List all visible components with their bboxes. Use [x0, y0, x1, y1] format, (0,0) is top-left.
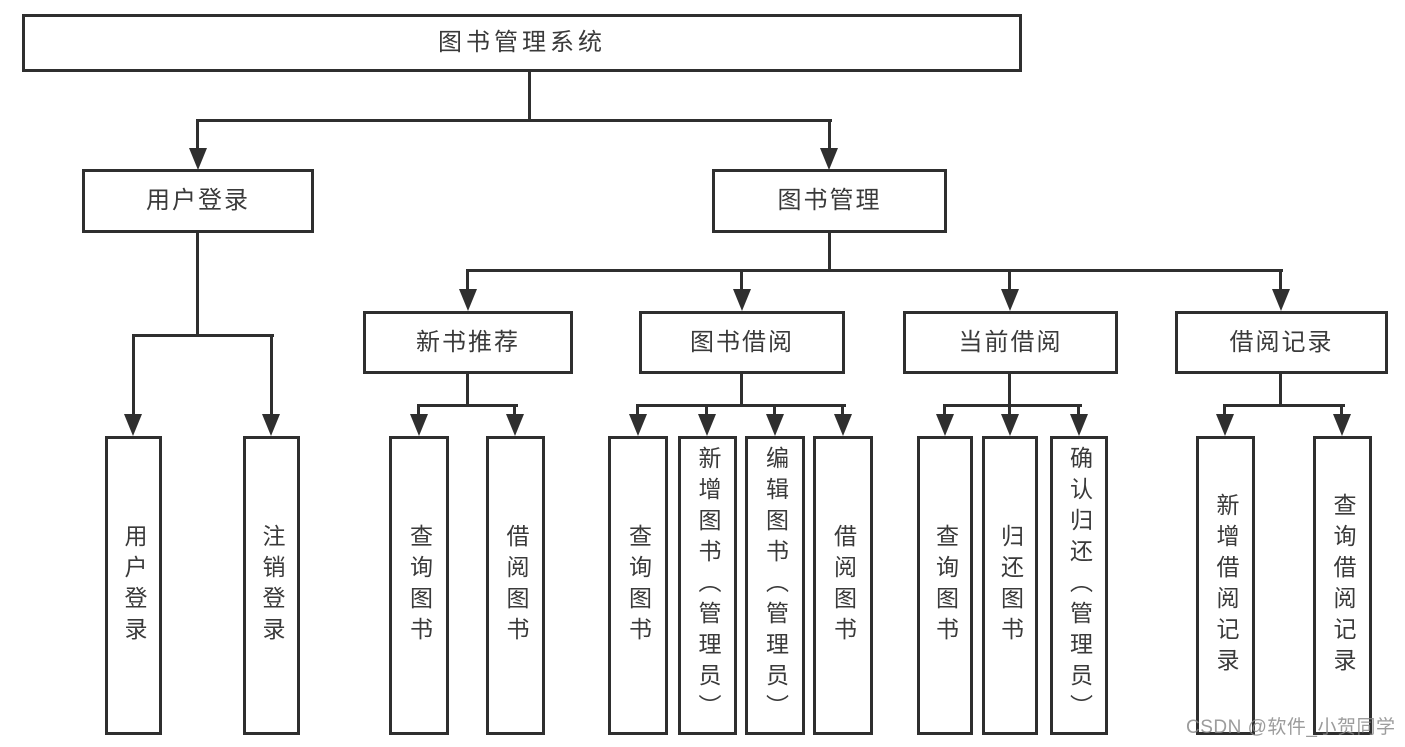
connector-line	[1223, 406, 1226, 415]
leaf-bb-query-books-label: 查询图书	[625, 523, 652, 648]
leaf-cb-confirm-return-admin: 确认归还（管理员）	[1050, 436, 1108, 735]
node-user-login: 用户登录	[82, 169, 314, 233]
leaf-br-add-record-label: 新增借阅记录	[1213, 492, 1239, 679]
node-book-borrow-label: 图书借阅	[690, 328, 794, 356]
connector-line	[1279, 373, 1282, 407]
node-new-book-recommend-label: 新书推荐	[416, 328, 520, 356]
connector-line	[943, 406, 946, 415]
node-current-borrow-label: 当前借阅	[958, 328, 1063, 356]
connector-line	[636, 404, 846, 407]
leaf-nbr-borrow-books-label: 借阅图书	[503, 523, 529, 648]
connector-line	[1223, 404, 1345, 407]
node-root-system: 图书管理系统	[22, 14, 1022, 72]
connector-line	[1008, 271, 1011, 290]
connector-line	[196, 121, 199, 151]
arrow-down-icon	[1333, 414, 1351, 436]
connector-line	[417, 406, 420, 415]
connector-line	[466, 269, 1283, 272]
arrow-down-icon	[1001, 414, 1019, 436]
arrow-down-icon	[506, 414, 524, 436]
node-borrow-records-label: 借阅记录	[1229, 328, 1334, 356]
arrow-down-icon	[820, 148, 838, 170]
leaf-bb-query-books: 查询图书	[608, 436, 668, 735]
leaf-br-query-record-label: 查询借阅记录	[1330, 492, 1356, 679]
arrow-down-icon	[189, 148, 207, 170]
connector-line	[943, 404, 1082, 407]
node-borrow-records: 借阅记录	[1175, 311, 1388, 374]
arrow-down-icon	[410, 414, 428, 436]
connector-line	[513, 406, 516, 415]
connector-line	[132, 336, 135, 414]
connector-line	[705, 406, 708, 415]
arrow-down-icon	[698, 414, 716, 436]
connector-line	[1077, 406, 1080, 415]
arrow-down-icon	[1001, 289, 1019, 311]
connector-line	[196, 119, 832, 122]
connector-line	[466, 373, 469, 407]
node-book-management: 图书管理	[712, 169, 947, 233]
arrow-down-icon	[733, 289, 751, 311]
leaf-cb-query-books-label: 查询图书	[932, 523, 959, 648]
leaf-bb-borrow-books: 借阅图书	[813, 436, 873, 735]
connector-line	[636, 406, 639, 415]
connector-line	[740, 271, 743, 290]
connector-line	[196, 231, 199, 337]
arrow-down-icon	[262, 414, 280, 436]
connector-line	[417, 404, 518, 407]
leaf-nbr-borrow-books: 借阅图书	[486, 436, 545, 735]
connector-line	[1340, 406, 1343, 415]
leaf-logout: 注销登录	[243, 436, 300, 735]
leaf-br-add-record: 新增借阅记录	[1196, 436, 1255, 735]
leaf-bb-edit-books-admin: 编辑图书（管理员）	[745, 436, 805, 735]
arrow-down-icon	[766, 414, 784, 436]
arrow-down-icon	[629, 414, 647, 436]
arrow-down-icon	[1070, 414, 1088, 436]
connector-line	[270, 336, 273, 414]
leaf-bb-add-books-admin: 新增图书（管理员）	[678, 436, 737, 735]
arrow-down-icon	[459, 289, 477, 311]
leaf-user-login: 用户登录	[105, 436, 162, 735]
connector-line	[841, 406, 844, 415]
leaf-nbr-query-books-label: 查询图书	[406, 523, 433, 648]
arrow-down-icon	[1216, 414, 1234, 436]
leaf-nbr-query-books: 查询图书	[389, 436, 449, 735]
leaf-cb-return-books-label: 归还图书	[997, 523, 1024, 648]
connector-line	[773, 406, 776, 415]
node-user-login-label: 用户登录	[146, 187, 250, 214]
leaf-bb-add-books-admin-label: 新增图书（管理员）	[695, 446, 721, 725]
leaf-bb-edit-books-admin-label: 编辑图书（管理员）	[762, 446, 789, 725]
arrow-down-icon	[1272, 289, 1290, 311]
connector-line	[828, 231, 831, 271]
node-current-borrow: 当前借阅	[903, 311, 1118, 374]
arrow-down-icon	[936, 414, 954, 436]
arrow-down-icon	[834, 414, 852, 436]
leaf-logout-label: 注销登录	[259, 523, 285, 648]
connector-line	[1279, 271, 1282, 290]
connector-line	[740, 373, 743, 407]
leaf-bb-borrow-books-label: 借阅图书	[830, 523, 857, 648]
node-new-book-recommend: 新书推荐	[363, 311, 573, 374]
csdn-watermark: CSDN @软件_小贺同学	[1186, 717, 1396, 738]
connector-line	[1008, 373, 1011, 407]
node-book-management-label: 图书管理	[777, 187, 882, 214]
connector-line	[466, 271, 469, 290]
leaf-cb-query-books: 查询图书	[917, 436, 973, 735]
leaf-cb-return-books: 归还图书	[982, 436, 1038, 735]
connector-line	[1008, 406, 1011, 415]
node-book-borrow: 图书借阅	[639, 311, 845, 374]
leaf-br-query-record: 查询借阅记录	[1313, 436, 1372, 735]
connector-line	[828, 121, 831, 151]
connector-line	[528, 71, 531, 121]
arrow-down-icon	[124, 414, 142, 436]
leaf-cb-confirm-return-admin-label: 确认归还（管理员）	[1066, 446, 1093, 725]
node-root-label: 图书管理系统	[438, 29, 606, 56]
connector-line	[132, 334, 274, 337]
leaf-user-login-label: 用户登录	[121, 523, 147, 648]
